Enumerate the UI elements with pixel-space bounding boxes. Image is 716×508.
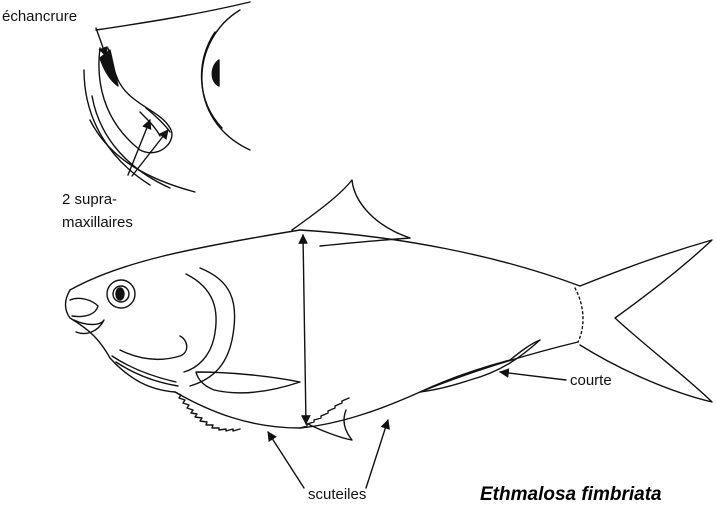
mouth — [70, 298, 104, 333]
label-anal-fin: courte — [570, 372, 612, 389]
arrow-scutes-2 — [366, 420, 388, 488]
label-supramaxillary-line1: 2 supra- — [62, 191, 117, 208]
fish-body — [66, 180, 713, 440]
operculum — [190, 268, 235, 386]
inset-gill-arc — [202, 10, 250, 150]
body-depth-arrow — [303, 235, 306, 424]
arrow-anal-fin — [500, 372, 566, 380]
inset-jaw-line-3 — [90, 120, 195, 192]
label-notch: échancrure — [2, 8, 77, 25]
inset-eye — [212, 60, 219, 86]
eye-pupil — [116, 288, 124, 300]
species-name: Ethmalosa fimbriata — [480, 484, 662, 506]
arrow-scutes-1 — [268, 432, 304, 488]
caudal-peduncle — [575, 288, 583, 342]
inset-notch — [100, 50, 118, 86]
anal-fin — [420, 340, 540, 392]
jaw-lines — [112, 356, 178, 386]
inset-supramaxillary-1 — [140, 112, 160, 136]
head-detail-inset — [84, 2, 250, 192]
pelvic-fin — [308, 410, 352, 440]
inset-head-outline — [96, 2, 250, 30]
dorsal-outline — [70, 230, 580, 290]
arrow-notch — [96, 28, 106, 56]
operculum-inner — [184, 274, 216, 372]
dorsal-fin — [292, 180, 410, 246]
label-supramaxillary-line2: maxillaires — [62, 214, 133, 231]
preoperculum — [120, 336, 187, 359]
label-scutes: scuteiles — [308, 486, 366, 503]
